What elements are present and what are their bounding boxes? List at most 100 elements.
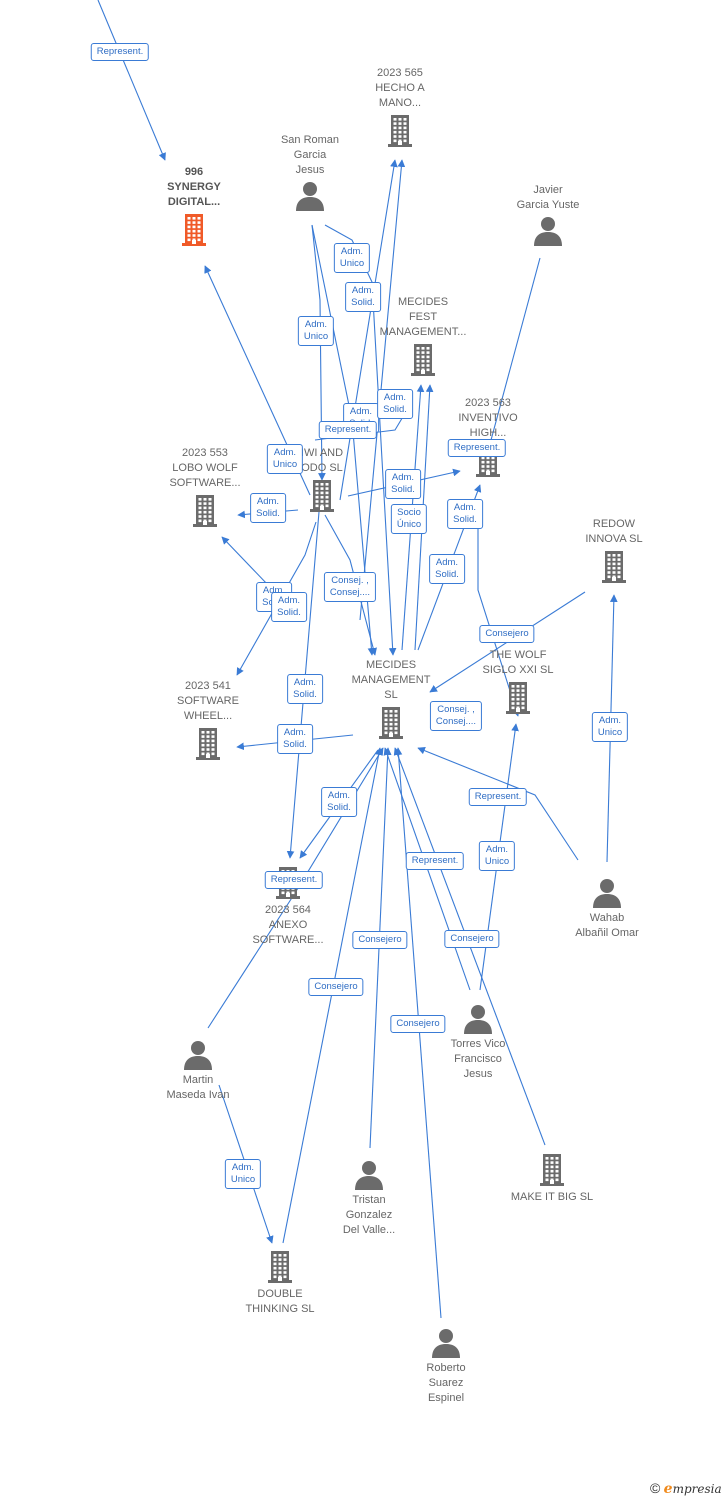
node-label-line: THINKING SL	[245, 1303, 315, 1315]
node-label-line: INNOVA SL	[585, 533, 643, 545]
node-label-line: ANEXO	[268, 919, 308, 931]
brand-logo[interactable]: empresia	[664, 1481, 722, 1497]
edge-label-badge[interactable]: Adm.Unico	[478, 841, 516, 871]
edge-label-line: Socio	[397, 507, 421, 518]
edge-label-line: Unico	[230, 1174, 256, 1185]
edge-label-badge[interactable]: Adm.Unico	[224, 1159, 262, 1189]
edge-label-badge[interactable]: Adm.Solid.	[385, 469, 421, 499]
edge-label-line: Solid.	[256, 508, 280, 519]
node-label-line: 2023 541	[185, 680, 231, 692]
edge-label-badge[interactable]: Adm.Unico	[297, 316, 335, 346]
edge-label-line: Solid.	[435, 569, 459, 580]
edge-label-badge[interactable]: Represent.	[468, 788, 528, 806]
edge-label-badge[interactable]: Adm.Solid.	[377, 389, 413, 419]
edge-label-badge[interactable]: Adm.Solid.	[447, 499, 483, 529]
edge-label-badge[interactable]: Consejero	[352, 931, 408, 949]
edge-label-badge[interactable]: Adm.Solid.	[429, 554, 465, 584]
building-icon	[225, 1250, 335, 1284]
copyright: © empresia	[650, 1480, 722, 1497]
edge-line	[477, 500, 520, 717]
edge-label-badge[interactable]: Represent.	[90, 43, 150, 61]
person-icon	[314, 1160, 424, 1190]
edge-label-badge[interactable]: Consejero	[444, 930, 500, 948]
edge-label-badge[interactable]: Represent.	[318, 421, 378, 439]
edge-label-line: Consejero	[358, 934, 402, 945]
edge-label-badge[interactable]: Consej. ,Consej....	[323, 572, 377, 602]
edge-label-line: Consej. ,	[437, 704, 475, 715]
edge-label-badge[interactable]: Represent.	[264, 871, 324, 889]
edge-label-badge[interactable]: Adm.Solid.	[321, 787, 357, 817]
edge-label-badge[interactable]: Adm.Unico	[333, 243, 371, 273]
company-node-makeitbig[interactable]: MAKE IT BIG SL	[497, 1153, 607, 1205]
edge-line	[236, 521, 317, 676]
company-node-kiwi[interactable]: IWI AND ODO SL	[267, 446, 377, 513]
person-icon	[391, 1328, 501, 1358]
edge-label-badge[interactable]: Consejero	[479, 625, 535, 643]
edge-label-line: Unico	[272, 459, 298, 470]
node-label-line: MECIDES	[365, 659, 417, 671]
edge-label-badge[interactable]: Represent.	[447, 439, 507, 457]
building-icon	[139, 213, 249, 247]
edge-label-line: Adm.	[598, 715, 622, 726]
node-label-line: Maseda Ivan	[166, 1089, 230, 1101]
node-label-line: Gonzalez	[345, 1209, 393, 1221]
node-label-line: ODO SL	[301, 462, 343, 474]
edge-label-badge[interactable]: Adm.Solid.	[287, 674, 323, 704]
edge-label-line: Solid.	[351, 297, 375, 308]
edge-line	[339, 159, 398, 501]
edge-label-badge[interactable]: Consejero	[308, 978, 364, 996]
edge-label-badge[interactable]: Consejero	[390, 1015, 446, 1033]
edge-label-badge[interactable]: Adm.Solid.	[345, 282, 381, 312]
node-label-line: Jesus	[295, 164, 325, 176]
node-label-line: Albañil Omar	[575, 927, 639, 939]
node-label: IWI AND ODO SL	[267, 446, 377, 476]
edge-label-line: Adm.	[256, 496, 280, 507]
node-label-line: 2023 565	[377, 67, 423, 79]
edge-label-badge[interactable]: Adm.Unico	[266, 444, 304, 474]
edge-label-line: Adm.	[435, 557, 459, 568]
node-label-line: Wahab	[589, 912, 625, 924]
edge-label-badge[interactable]: Consej. ,Consej....	[429, 701, 483, 731]
edge-label-badge[interactable]: Adm.Solid.	[271, 592, 307, 622]
edge-label-badge[interactable]: Adm.Unico	[591, 712, 629, 742]
node-label-line: IWI AND	[300, 447, 344, 459]
edge-label-badge[interactable]: Adm.Solid.	[250, 493, 286, 523]
node-label-line: MANAGEMENT	[351, 674, 431, 686]
edge-label-badge[interactable]: Adm.Solid.	[277, 724, 313, 754]
edge-label-line: Adm.	[340, 246, 364, 257]
node-label-line: Garcia Yuste	[516, 199, 580, 211]
edge-label-line: Solid.	[293, 689, 317, 700]
edge-label-badge[interactable]: Represent.	[405, 852, 465, 870]
building-icon	[150, 494, 260, 528]
edge-label-line: Consej....	[329, 587, 371, 598]
edge-label-line: Unico	[339, 258, 365, 269]
node-label-line: INVENTIVO	[458, 412, 518, 424]
